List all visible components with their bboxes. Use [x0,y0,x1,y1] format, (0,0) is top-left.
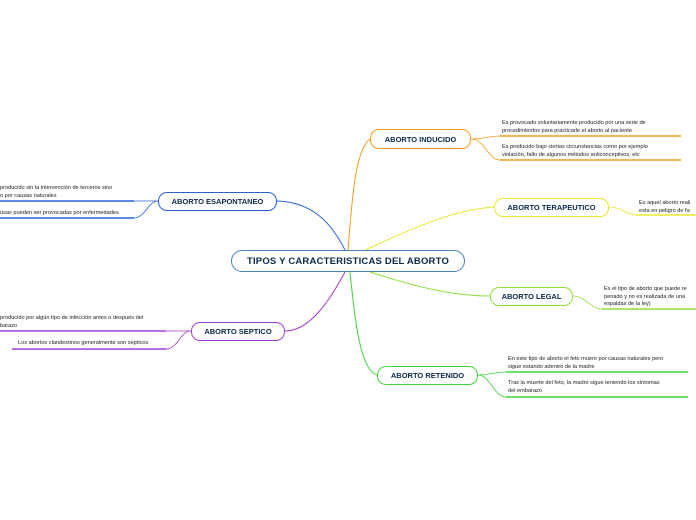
leaf-inducido-1[interactable]: Es provocado voluntariamente producido p… [502,120,646,134]
central-topic[interactable]: TIPOS Y CARACTERISTICAS DEL ABORTO [231,250,465,272]
topic-aborto-legal[interactable]: ABORTO LEGAL [490,287,573,306]
branch-retenido-2 [477,374,507,398]
leaf-legal-1[interactable]: Es el tipo de aborto que puede re penado… [604,286,687,308]
leaf-underlines [0,135,696,398]
connector-lines [133,135,638,398]
topic-aborto-retenido[interactable]: ABORTO RETENIDO [377,366,478,385]
link-terapeutico [364,206,495,251]
central-topic-label: TIPOS Y CARACTERISTICAS DEL ABORTO [246,255,450,267]
topic-label: ABORTO TERAPEUTICO [507,203,596,212]
leaf-retenido-2[interactable]: Tras la muerte del feto, la madre sigue … [508,380,660,394]
leaf-espontaneo-1[interactable]: producido sin la intervención de tercero… [0,185,113,199]
branch-legal-1 [572,295,603,310]
link-legal [369,271,491,297]
leaf-septico-1[interactable]: producido por algún tipo de infección an… [0,315,144,329]
topic-label: ABORTO SEPTICO [204,327,272,336]
topic-label: ABORTO ESAPONTANEO [171,197,264,206]
leaf-espontaneo-2[interactable]: usas pueden ser provocadas por enfermeda… [0,210,119,216]
leaf-retenido-1[interactable]: En este tipo de aborto el feto muere por… [508,356,664,370]
leaf-septico-2[interactable]: Los abortos clandestinos generalmente so… [18,340,149,346]
branch-septico-2 [165,330,192,350]
topic-aborto-septico[interactable]: ABORTO SEPTICO [191,322,285,341]
leaf-terapeutico-1[interactable]: Es aquel aborto reali esta en peligro de… [639,200,691,214]
link-septico [284,271,346,332]
link-inducido [347,138,371,251]
branch-terapeutico-1 [608,206,638,216]
topic-label: ABORTO LEGAL [501,292,562,301]
branch-inducido-1 [470,135,501,140]
topic-aborto-terapeutico[interactable]: ABORTO TERAPEUTICO [494,198,609,217]
branch-retenido-1 [477,371,507,376]
topic-aborto-inducido[interactable]: ABORTO INDUCIDO [370,129,471,149]
branch-espontaneo-2 [133,200,159,219]
topic-aborto-espontaneo[interactable]: ABORTO ESAPONTANEO [158,192,277,211]
topic-label: ABORTO RETENIDO [390,371,465,380]
topic-label: ABORTO INDUCIDO [384,134,457,144]
branch-inducido-2 [470,138,501,161]
link-espontaneo [276,200,346,251]
link-retenido [349,271,378,376]
leaf-inducido-2[interactable]: Es producido bajo ciertas circunstancias… [502,144,648,158]
